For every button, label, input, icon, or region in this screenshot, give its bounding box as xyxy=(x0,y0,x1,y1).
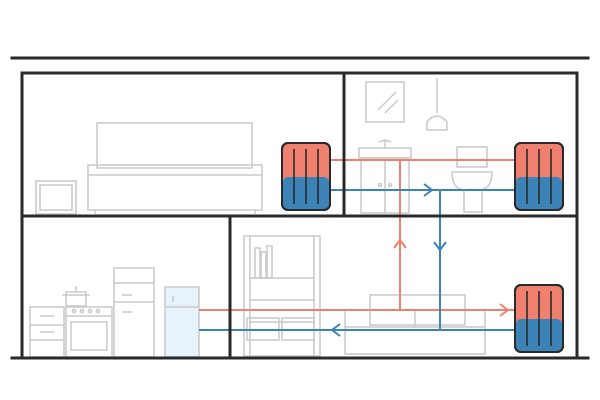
fridge xyxy=(164,286,200,358)
stove xyxy=(65,306,113,358)
hot-arrow-right-icon xyxy=(499,303,510,317)
mirror xyxy=(365,81,405,123)
toilet xyxy=(451,146,493,213)
bathroom-radiator xyxy=(514,142,564,211)
bookshelf xyxy=(243,235,321,357)
pot xyxy=(62,286,90,307)
lamp xyxy=(426,78,448,131)
nightstand xyxy=(35,180,77,215)
counter xyxy=(29,306,65,358)
bed xyxy=(87,122,263,214)
furniture-layer xyxy=(29,78,493,358)
hot-arrow-icons xyxy=(393,238,510,317)
sink-cabinet xyxy=(358,139,412,214)
cold-pipes xyxy=(199,189,515,331)
hot-pipes xyxy=(199,159,515,311)
sofa xyxy=(344,294,486,355)
walls xyxy=(10,56,590,360)
cold-arrow-icons xyxy=(330,183,447,337)
cold-arrow-down-icon xyxy=(433,241,447,252)
cabinet xyxy=(113,267,155,358)
hot-pipe-supply xyxy=(199,159,515,311)
hot-arrow-up-icon xyxy=(393,238,407,249)
cold-arrow-left-icon xyxy=(330,323,341,337)
bedroom-radiator xyxy=(281,142,331,211)
cold-arrow-right-icon xyxy=(423,183,434,197)
living-room-radiator xyxy=(514,284,564,353)
